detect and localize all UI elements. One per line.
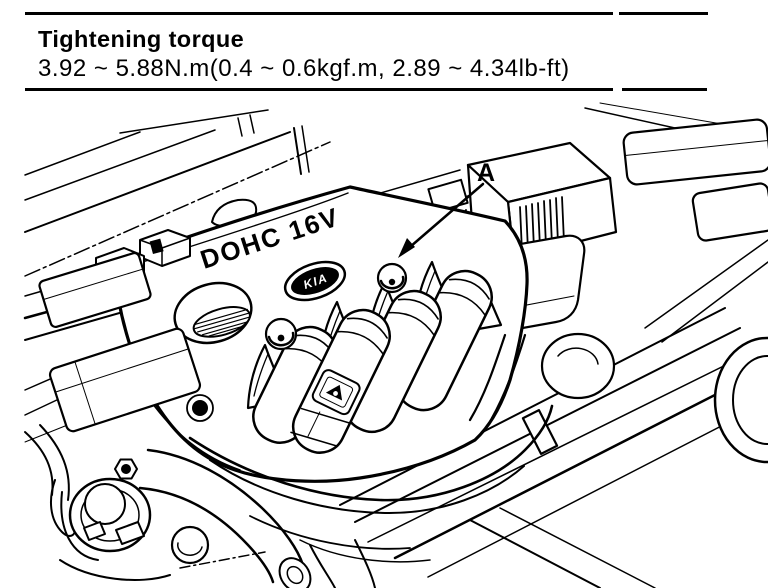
kia-emblem: KIA xyxy=(283,260,347,302)
mount-arm xyxy=(138,448,312,588)
callout-a-arrow xyxy=(401,182,485,255)
top-rule-left xyxy=(25,12,613,15)
lower-manifold xyxy=(188,404,554,588)
section-title: Tightening torque xyxy=(38,26,245,52)
strut-bolt xyxy=(114,458,138,480)
throttle-circle xyxy=(540,332,616,400)
bottom-rule-right xyxy=(622,88,707,91)
bottom-rule-left xyxy=(25,88,613,91)
intake-runners xyxy=(252,269,493,454)
oil-filler-cap xyxy=(173,281,253,345)
callout-a: A xyxy=(398,159,495,258)
top-rule-right xyxy=(619,12,708,15)
callout-a-label: A xyxy=(477,159,495,187)
right-duct xyxy=(644,239,768,464)
warning-emblem xyxy=(311,369,361,416)
fuse-box xyxy=(622,118,768,242)
bolt-a xyxy=(376,262,408,294)
torque-spec: 3.92 ~ 5.88N.m(0.4 ~ 0.6kgf.m, 2.89 ~ 4.… xyxy=(38,55,570,82)
strut-tower xyxy=(59,458,171,581)
bolt-b xyxy=(264,317,298,351)
left-boxes xyxy=(38,251,214,433)
